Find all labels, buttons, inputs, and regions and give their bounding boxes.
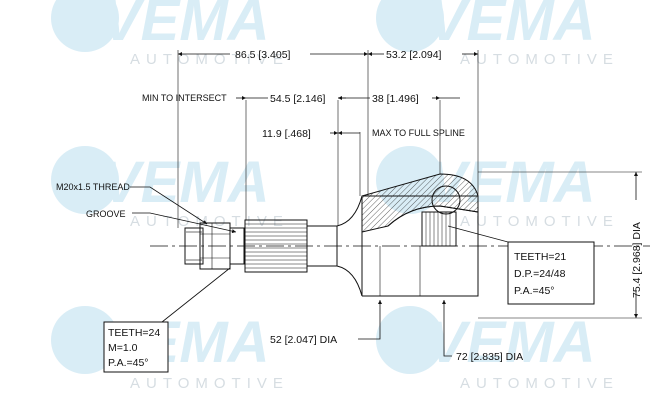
watermark-brand: VEMA xyxy=(428,310,596,375)
dim-bell-length-text: 53.2 [2.094] xyxy=(386,49,442,61)
watermark-brand: VEMA xyxy=(102,150,270,215)
dim-spline-offset: 11.9 [.468] MAX TO FULL SPLINE xyxy=(262,128,465,140)
watermark-tagline: AUTOMOTIVE xyxy=(130,213,289,230)
dim-body-dia: 72 [2.835] DIA xyxy=(442,300,523,363)
watermark-logo: VEMA AUTOMOTIVE xyxy=(376,306,619,392)
spec-box-inner: TEETH=21 D.P.=24/48 P.A.=45° xyxy=(447,225,595,305)
dim-bell-length: 53.2 [2.094] xyxy=(368,49,478,61)
watermark-tagline: AUTOMOTIVE xyxy=(130,51,289,68)
spec-shaft-line: M=1.0 xyxy=(108,342,138,354)
watermark-tagline: AUTOMOTIVE xyxy=(460,213,619,230)
watermark-layer: VEMA AUTOMOTIVE VEMA AUTOMOTIVE VEMA AUT… xyxy=(51,0,619,392)
spec-shaft-line: P.A.=45° xyxy=(108,357,149,369)
groove-label: GROOVE xyxy=(86,209,126,219)
spec-inner-line: D.P.=24/48 xyxy=(514,268,566,280)
inner-race xyxy=(421,211,457,247)
watermark-brand: VEMA xyxy=(428,0,596,53)
dim-overall-length-text: 86.5 [3.405] xyxy=(235,49,291,61)
dim-outer-dia: 75.4 [2.968] DIA xyxy=(631,172,643,318)
threaded-tip xyxy=(184,227,204,265)
spline-teeth xyxy=(245,223,307,269)
dim-seal-dia-text: 52 [2.047] DIA xyxy=(270,334,337,346)
spec-box-shaft: TEETH=24 M=1.0 P.A.=45° xyxy=(103,267,231,373)
min-to-intersect-label: MIN TO INTERSECT xyxy=(142,93,227,103)
callout-thread: M20x1.5 THREAD xyxy=(56,182,208,225)
spec-shaft-line: TEETH=24 xyxy=(108,327,160,339)
watermark-tagline: AUTOMOTIVE xyxy=(460,51,619,68)
spec-inner-line: P.A.=45° xyxy=(514,285,555,297)
max-to-full-spline-label: MAX TO FULL SPLINE xyxy=(372,128,465,138)
dim-overall-length: 86.5 [3.405] xyxy=(178,49,368,61)
dim-seal-dia: 52 [2.047] DIA xyxy=(270,300,382,346)
groove xyxy=(229,227,245,265)
dim-spline-section: 38 [1.496] xyxy=(338,93,460,105)
dim-body-dia-text: 72 [2.835] DIA xyxy=(456,351,523,363)
watermark-logo: VEMA AUTOMOTIVE xyxy=(51,306,289,392)
callout-groove: GROOVE xyxy=(86,209,237,234)
thread-label: M20x1.5 THREAD xyxy=(56,182,130,192)
part-outline xyxy=(184,173,479,297)
spec-inner-line: TEETH=21 xyxy=(514,251,566,263)
watermark-logo: VEMA AUTOMOTIVE xyxy=(376,0,619,68)
extension-lines xyxy=(177,50,642,319)
dim-outer-dia-text: 75.4 [2.968] DIA xyxy=(631,222,643,298)
watermark-tagline: AUTOMOTIVE xyxy=(130,375,289,392)
watermark-tagline: AUTOMOTIVE xyxy=(460,375,619,392)
dim-min-to-intersect: MIN TO INTERSECT 54.5 [2.146] xyxy=(142,93,346,105)
min-to-intersect-value: 54.5 [2.146] xyxy=(270,93,326,105)
watermark-brand: VEMA xyxy=(102,0,270,53)
dim-spline-offset-text: 11.9 [.468] xyxy=(262,128,311,140)
dim-spline-section-text: 38 [1.496] xyxy=(372,93,419,105)
watermark-logo: VEMA AUTOMOTIVE xyxy=(51,0,289,68)
